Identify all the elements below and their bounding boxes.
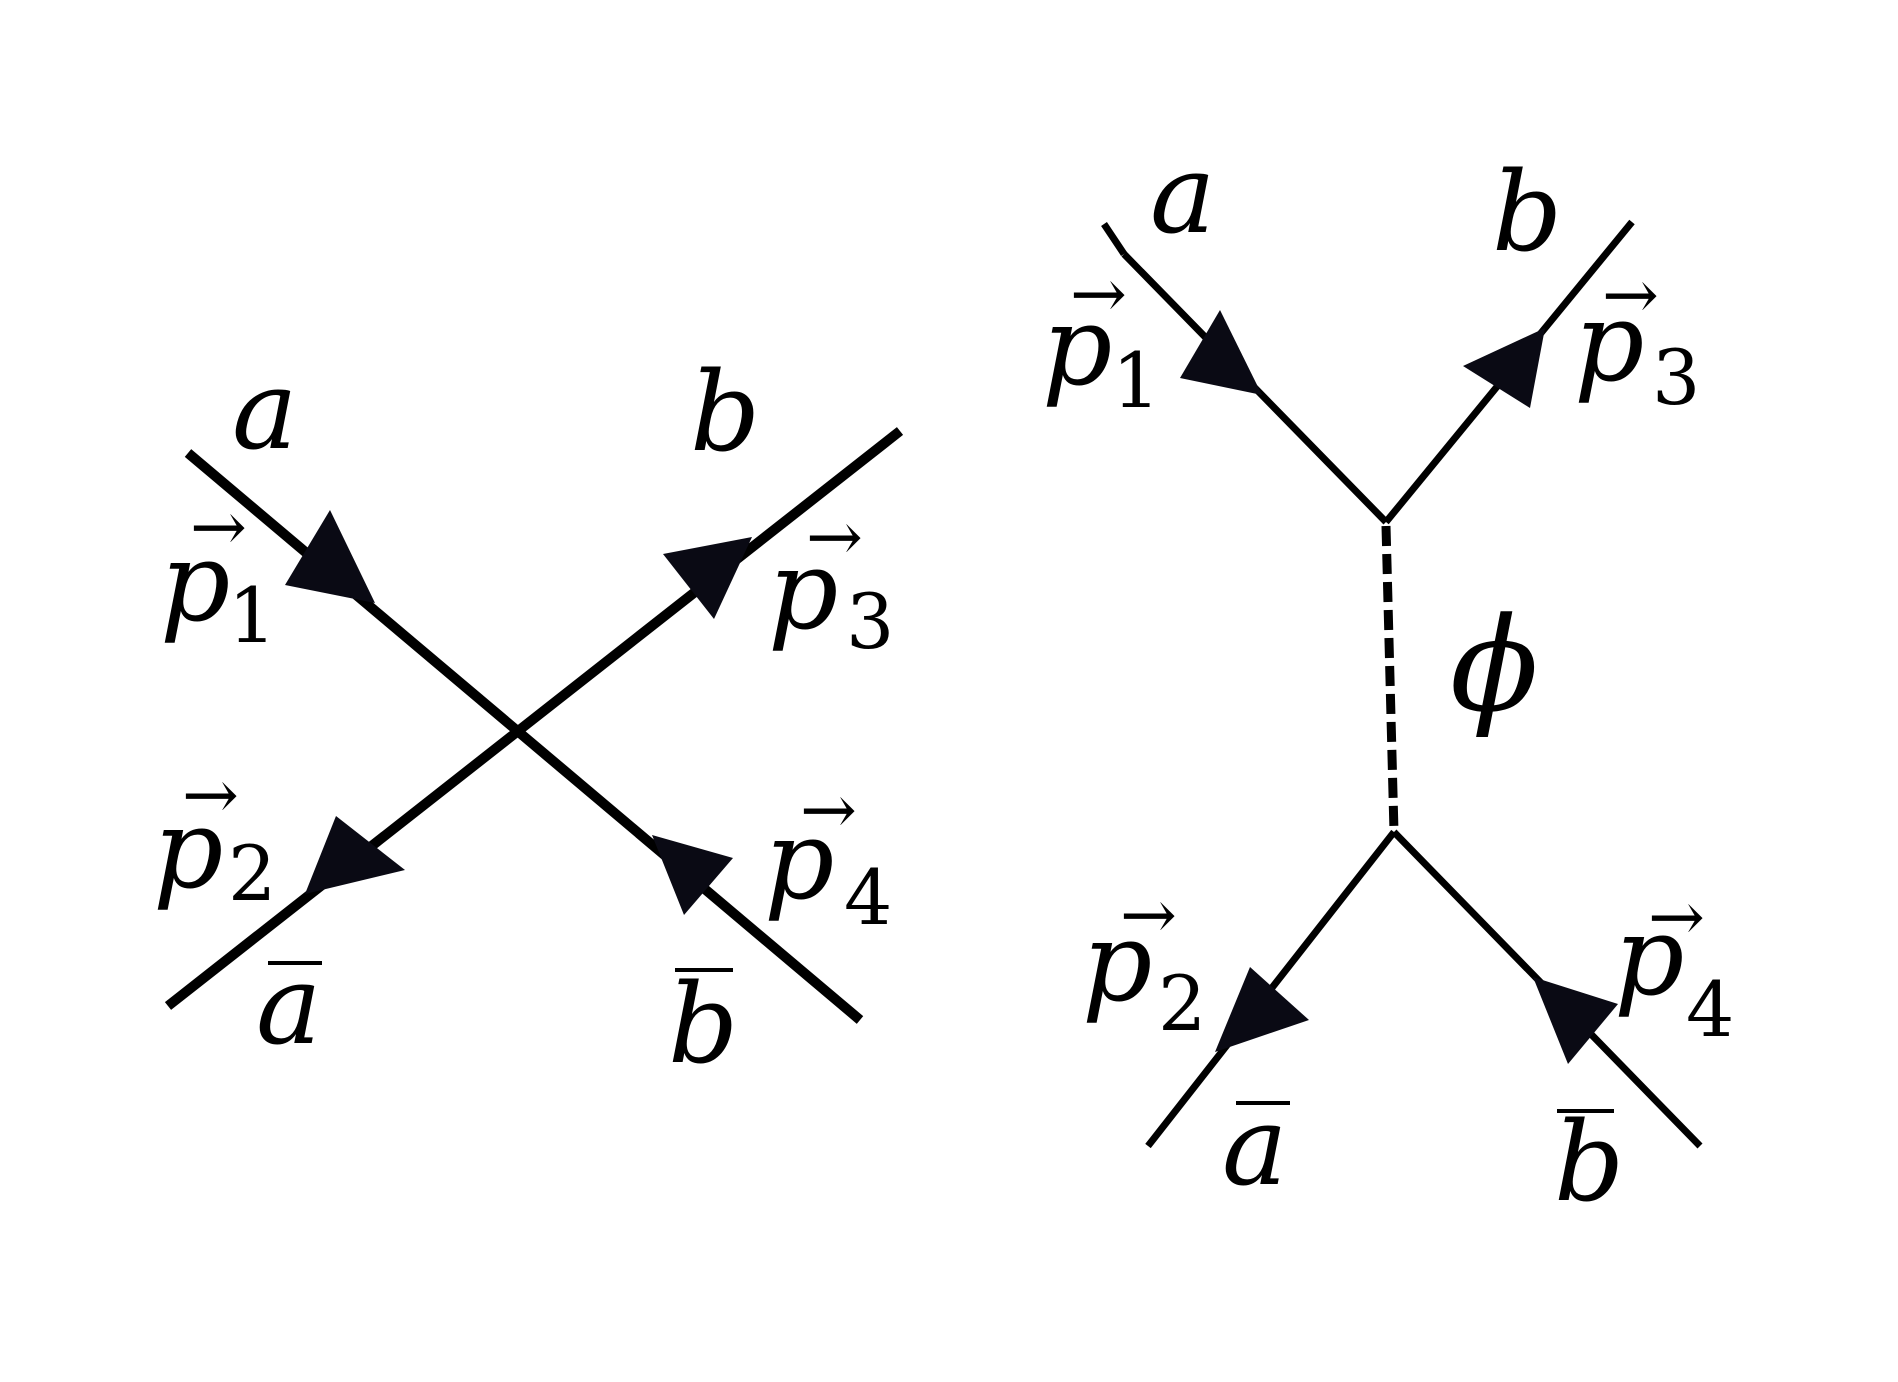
momentum-p2-symbol: p	[153, 785, 223, 913]
momentum-p4-symbol: p	[764, 796, 834, 924]
momentum-arrow-p1	[285, 510, 375, 603]
momentum-p3-subscript: 3	[1652, 333, 1700, 422]
momentum-label-p4: p 4 →	[764, 771, 892, 942]
fermion-line-a-to-bbar	[184, 449, 864, 1024]
momentum-p3-vector-arrow: →	[806, 498, 863, 577]
momentum-arrow-p4	[1533, 977, 1618, 1064]
label-particle-abar: a	[256, 941, 322, 1069]
momentum-arrow-p3	[1463, 328, 1545, 408]
momentum-arrow-p2	[305, 816, 405, 894]
momentum-p3-vector-arrow: →	[1602, 256, 1659, 335]
label-mediator-phi: ϕ	[1450, 589, 1539, 741]
momentum-p1-symbol: p	[1042, 282, 1112, 410]
momentum-label-p1: p 1 →	[160, 488, 276, 660]
momentum-p2-vector-arrow: →	[1120, 876, 1177, 955]
momentum-label-p1: p 1 →	[1042, 255, 1160, 425]
label-particle-bbar: b	[1554, 1098, 1624, 1226]
momentum-label-p4: p 4 →	[1614, 878, 1734, 1054]
momentum-p4-subscript: 4	[844, 853, 892, 942]
momentum-label-p3: p 3 →	[1574, 256, 1700, 422]
label-particle-a: a	[232, 346, 298, 474]
label-particle-b: b	[690, 348, 760, 476]
momentum-arrow-p2	[1215, 967, 1309, 1052]
mediator-dashed-line	[1381, 525, 1399, 833]
momentum-arrow-p3	[663, 537, 752, 619]
label-particle-bbar: b	[668, 960, 738, 1088]
momentum-p2-vector-arrow: →	[182, 756, 239, 835]
label-particle-b: b	[1492, 148, 1562, 276]
fermion-line-a-incoming	[1101, 222, 1127, 256]
momentum-p3-symbol: p	[1574, 278, 1644, 406]
momentum-label-p2: p 2 →	[153, 756, 276, 918]
momentum-p3-symbol: p	[768, 526, 838, 654]
momentum-label-p3: p 3 →	[768, 498, 894, 666]
momentum-arrow-p1	[1180, 310, 1262, 395]
momentum-arrow-p4	[652, 835, 733, 915]
momentum-p1-vector-arrow: →	[1070, 255, 1127, 334]
momentum-p2-subscript: 2	[228, 829, 276, 918]
diagram-contact-interaction: a b a b p 1 → p 3 → p 2 → p 4 →	[153, 346, 904, 1088]
momentum-p4-vector-arrow: →	[800, 771, 857, 850]
momentum-p1-symbol: p	[160, 518, 230, 646]
label-particle-a: a	[1150, 130, 1216, 258]
momentum-p1-subscript: 1	[1112, 336, 1160, 425]
momentum-p4-subscript: 4	[1686, 965, 1734, 1054]
momentum-p1-subscript: 1	[228, 571, 276, 660]
momentum-p1-vector-arrow: →	[190, 488, 247, 567]
momentum-p4-vector-arrow: →	[1648, 878, 1705, 957]
momentum-p2-symbol: p	[1082, 898, 1152, 1026]
fermion-line-abar-to-b	[164, 427, 904, 1010]
momentum-p3-subscript: 3	[846, 577, 894, 666]
momentum-label-p2: p 2 →	[1082, 876, 1206, 1048]
momentum-p4-symbol: p	[1614, 892, 1684, 1020]
diagram-s-channel-exchange: a b a b ϕ p 1 → p 3 → p 2 → p 4 →	[1042, 130, 1734, 1226]
momentum-p2-subscript: 2	[1158, 959, 1206, 1048]
